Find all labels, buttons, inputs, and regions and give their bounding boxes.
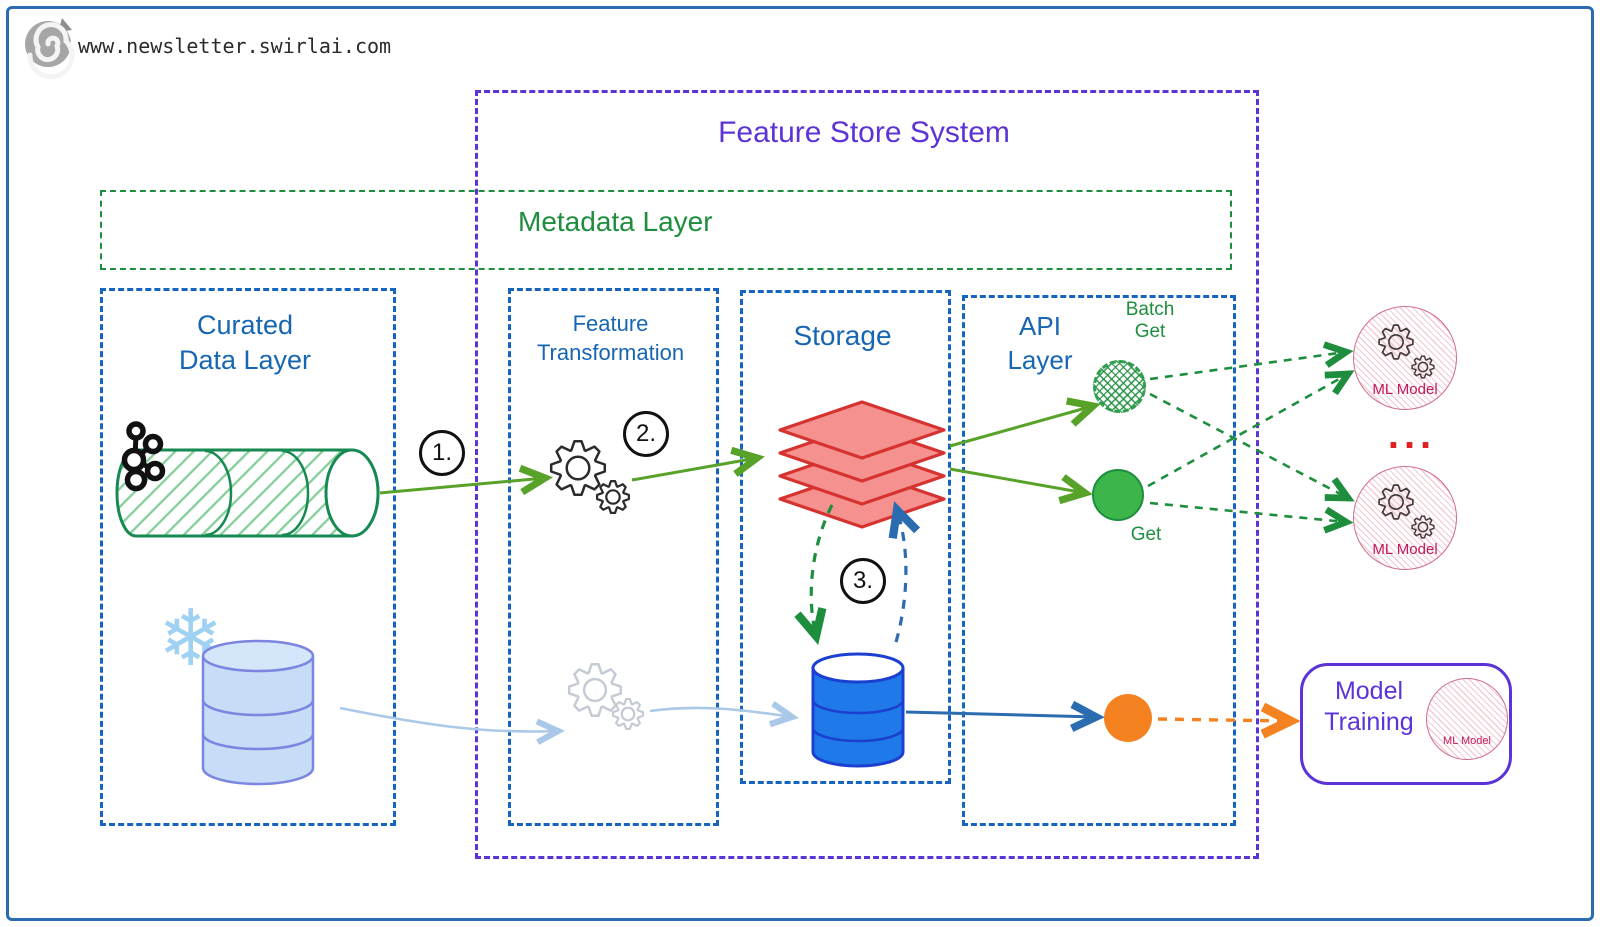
arrow-transformation-to-online-store (649, 701, 799, 728)
feature-layers-icon (778, 400, 946, 529)
ml-model-2-label: ML Model (1372, 541, 1438, 558)
step-3-badge: 3. (840, 558, 886, 604)
model-training-ml-model-label: ML Model (1443, 735, 1491, 747)
metadata-layer-title: Metadata Layer (518, 206, 713, 237)
outer-frame (6, 6, 1594, 921)
arrow-curated-to-transformation (379, 464, 554, 496)
batch-get-endpoint-icon (1093, 360, 1146, 413)
arrow-storage-to-get (949, 467, 1093, 505)
ml-model-1: ML Model (1353, 306, 1457, 410)
storage-box (740, 290, 951, 784)
arrow-batch-get-to-ml-model-1 (1149, 341, 1354, 381)
arrow-batch-get-to-ml-model-2 (1149, 392, 1355, 502)
model-training-title: Model Training (1324, 677, 1414, 737)
gear-icon (596, 480, 630, 514)
gear-icon-faded (612, 698, 644, 730)
offline-endpoint-icon (1104, 694, 1152, 742)
storage-title: Storage (793, 320, 892, 351)
feature-transformation-box (508, 288, 719, 826)
api-layer-box (962, 295, 1236, 826)
curated-data-layer-title: Curated Data Layer (178, 310, 312, 376)
ml-model-2: ML Model (1353, 466, 1457, 570)
kafka-icon (121, 421, 166, 492)
curated-data-layer-box (100, 288, 396, 826)
ml-models-ellipsis: ... (1387, 413, 1437, 457)
step-1-badge: 1. (419, 430, 465, 476)
get-endpoint-icon (1092, 469, 1144, 521)
gear-icon-faded (567, 662, 623, 718)
model-training-ml-model: ML Model (1426, 678, 1508, 760)
get-label: Get (1130, 524, 1162, 545)
step-2-badge: 2. (623, 411, 669, 457)
arrow-layers-to-cylinder-sync (794, 504, 834, 646)
arrow-transformation-to-storage (631, 446, 765, 482)
ml-model-1-label: ML Model (1372, 381, 1438, 398)
warehouse-database-cylinder (201, 639, 315, 786)
arrow-get-to-ml-model-1 (1147, 370, 1355, 488)
arrow-warehouse-to-transformation (339, 706, 565, 745)
arrow-endpoint-to-model-training (1157, 702, 1301, 739)
feature-store-system-title: Feature Store System (718, 116, 1010, 149)
arrow-cylinder-to-offline-endpoint (905, 700, 1105, 732)
arrow-cylinder-to-layers-sync (888, 501, 921, 643)
feature-transformation-title: Feature Transformation (536, 311, 685, 365)
online-store-cylinder (811, 652, 905, 768)
stream-log-cylinder (115, 448, 380, 538)
swirl-logo-icon (25, 18, 75, 80)
metadata-layer-box (100, 190, 1232, 270)
arrow-storage-to-batch-get (949, 397, 1101, 448)
gear-icon (549, 439, 607, 497)
newsletter-url: www.newsletter.swirlai.com (78, 34, 392, 58)
arrow-get-to-ml-model-2 (1149, 501, 1354, 534)
batch-get-label: Batch Get (1125, 299, 1175, 343)
feature-store-system-box (475, 90, 1259, 859)
api-layer-title: API Layer (1007, 311, 1073, 375)
